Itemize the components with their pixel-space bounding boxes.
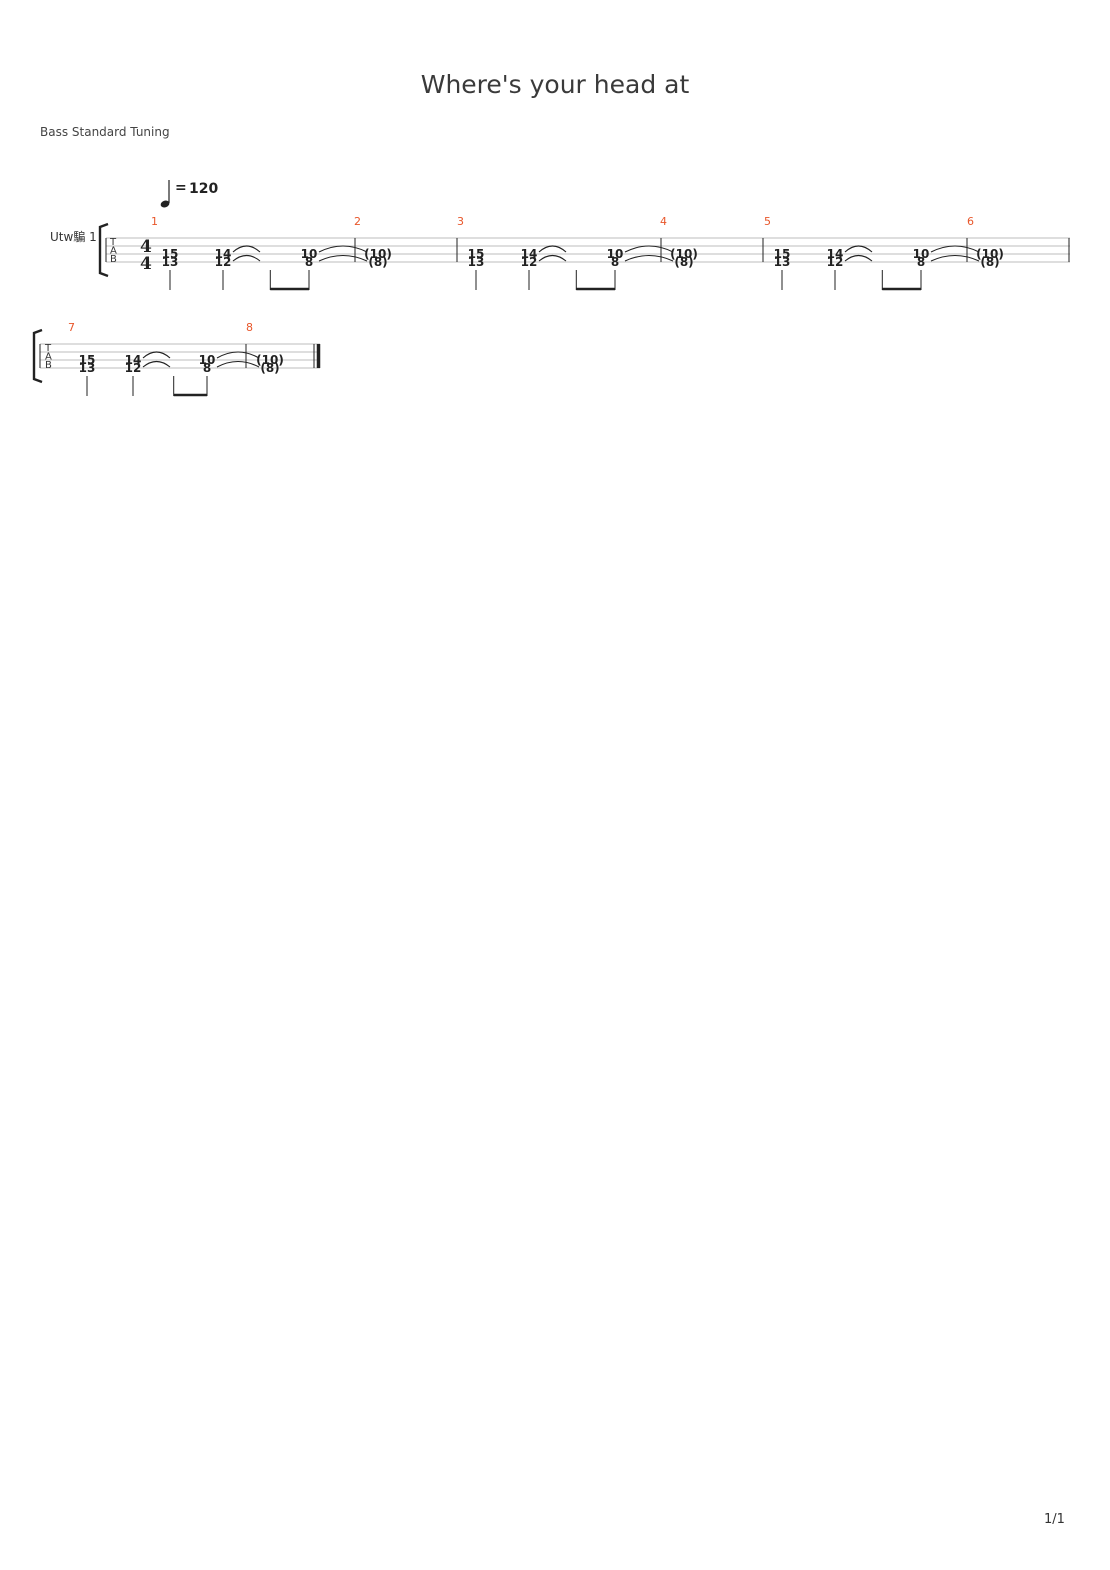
tie-arc (538, 245, 567, 253)
quarter-note-head (160, 200, 170, 208)
tie-arc (216, 351, 260, 359)
measure-number: 6 (967, 215, 974, 228)
measure-number: 2 (354, 215, 361, 228)
fret-number: 12 (125, 361, 142, 375)
fret-number: (10) (670, 247, 698, 261)
tie-arc (624, 245, 674, 253)
system-bracket (98, 222, 109, 278)
tie-arc (318, 254, 368, 262)
measure-number: 4 (660, 215, 667, 228)
measure-number: 5 (764, 215, 771, 228)
track-name: Utw騙 1 (50, 229, 97, 244)
fret-number: 12 (827, 255, 844, 269)
fret-number: 12 (215, 255, 232, 269)
fret-number: 10 (607, 247, 624, 261)
fret-number: 8 (917, 255, 925, 269)
fret-number: (8) (260, 361, 279, 375)
measure-number: 7 (68, 321, 75, 334)
tie-arc (930, 254, 980, 262)
time-signature-top: 4 (140, 237, 152, 257)
tie-arc (538, 254, 567, 262)
fret-number: 14 (215, 247, 232, 261)
fret-number: (8) (980, 255, 999, 269)
fret-number: (8) (368, 255, 387, 269)
fret-number: (10) (976, 247, 1004, 261)
tie-arc (624, 254, 674, 262)
tie-arc (142, 351, 171, 359)
tie-arc (216, 360, 260, 368)
fret-number: (10) (364, 247, 392, 261)
tempo-value: 120 (189, 181, 218, 197)
fret-number: 12 (521, 255, 538, 269)
fret-number: 14 (521, 247, 538, 261)
fret-number: 14 (125, 353, 142, 367)
tab-clef-letter: A (110, 246, 117, 257)
fret-number: 8 (203, 361, 211, 375)
fret-number: 13 (79, 361, 96, 375)
tie-arc (142, 360, 171, 368)
fret-number: 15 (468, 247, 485, 261)
measure-number: 1 (151, 215, 158, 228)
fret-number: (10) (256, 353, 284, 367)
fret-number: 13 (468, 255, 485, 269)
page-number: 1/1 (1044, 1512, 1065, 1527)
tab-clef-letter: B (45, 360, 52, 371)
tuning-label: Bass Standard Tuning (40, 125, 170, 139)
measure-number: 8 (246, 321, 253, 334)
tie-arc (844, 245, 873, 253)
fret-number: 8 (305, 255, 313, 269)
tab-clef-letter: T (44, 343, 52, 354)
fret-number: 14 (827, 247, 844, 261)
fret-number: 10 (199, 353, 216, 367)
tie-arc (318, 245, 368, 253)
score-title: Where's your head at (420, 70, 690, 99)
fret-number: 10 (913, 247, 930, 261)
tab-clef-letter: A (45, 352, 52, 363)
time-signature-bottom: 4 (140, 254, 152, 274)
fret-number: 8 (611, 255, 619, 269)
fret-number: 15 (79, 353, 96, 367)
tie-arc (232, 254, 261, 262)
tab-clef-letter: T (109, 237, 117, 248)
fret-number: 13 (162, 255, 179, 269)
tie-arc (844, 254, 873, 262)
tempo-equals: = (175, 180, 187, 196)
fret-number: (8) (674, 255, 693, 269)
system-bracket (32, 328, 43, 384)
fret-number: 15 (774, 247, 791, 261)
fret-number: 13 (774, 255, 791, 269)
tie-arc (232, 245, 261, 253)
fret-number: 10 (301, 247, 318, 261)
fret-number: 15 (162, 247, 179, 261)
tab-clef-letter: B (110, 254, 117, 265)
measure-number: 3 (457, 215, 464, 228)
tie-arc (930, 245, 980, 253)
